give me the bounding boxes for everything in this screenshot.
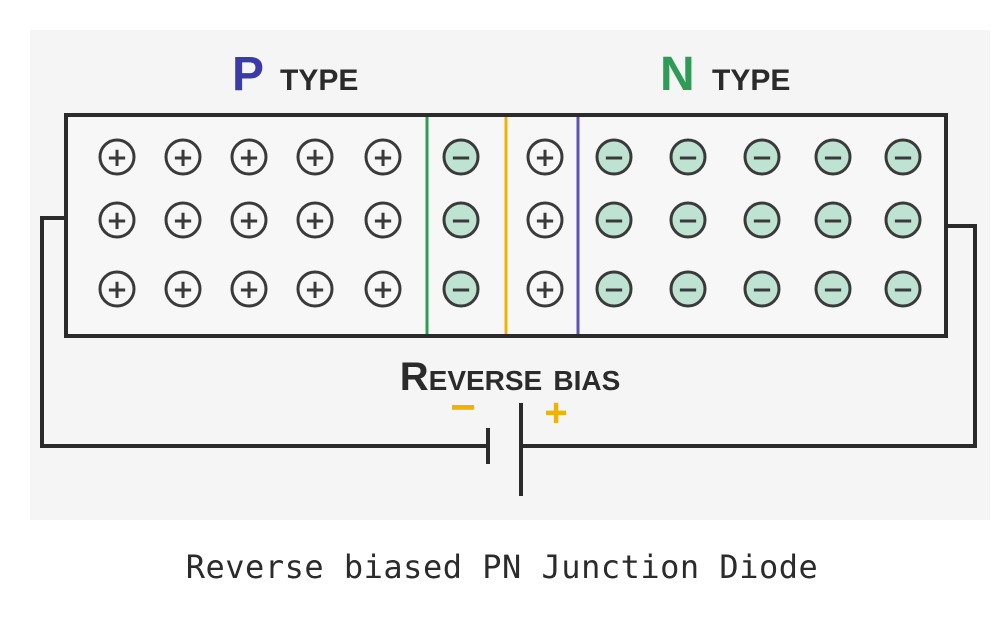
negative-charge-icon [743, 270, 781, 308]
plus-sign: + [372, 206, 394, 236]
charge-carriers: + + + + + + − − − − − − + + + + + + − − − − − − + + + + + + − − − − − − [98, 138, 922, 308]
minus-sign: − [892, 275, 914, 305]
minus-sign: − [450, 143, 472, 173]
negative-charge-icon [595, 201, 633, 239]
p-type-suffix: TYPE [280, 64, 358, 97]
plus-sign: + [534, 143, 556, 173]
negative-charge-icon [595, 270, 633, 308]
minus-sign: − [603, 143, 625, 173]
n-type-suffix: TYPE [712, 64, 790, 97]
minus-sign: − [822, 206, 844, 236]
plus-sign: + [172, 206, 194, 236]
minus-sign: − [603, 275, 625, 305]
plus-sign: + [106, 143, 128, 173]
figure-caption: Reverse biased PN Junction Diode [185, 548, 819, 586]
plus-sign: + [372, 143, 394, 173]
plus-sign: + [238, 206, 260, 236]
minus-sign: − [677, 275, 699, 305]
minus-sign: − [677, 206, 699, 236]
hole-charge-icon [164, 138, 202, 176]
minus-sign: − [677, 143, 699, 173]
minus-sign: − [450, 275, 472, 305]
hole-charge-icon [364, 138, 402, 176]
minus-sign: − [751, 143, 773, 173]
plus-sign: + [106, 275, 128, 305]
plus-sign: + [238, 275, 260, 305]
plus-sign: + [304, 206, 326, 236]
plus-sign: + [172, 275, 194, 305]
negative-charge-icon [814, 270, 852, 308]
hole-charge-icon [296, 270, 334, 308]
plus-sign: + [534, 206, 556, 236]
hole-charge-icon [230, 138, 268, 176]
negative-charge-icon [442, 270, 480, 308]
hole-charge-icon [526, 270, 564, 308]
negative-charge-icon [814, 201, 852, 239]
negative-charge-icon [884, 201, 922, 239]
hole-charge-icon [164, 201, 202, 239]
plus-sign: + [172, 143, 194, 173]
hole-charge-icon [98, 201, 136, 239]
negative-charge-icon [814, 138, 852, 176]
minus-sign: − [892, 206, 914, 236]
negative-charge-icon [669, 138, 707, 176]
bias-label: Reverse bias [400, 355, 621, 399]
plus-sign: + [238, 143, 260, 173]
p-type-letter: P [232, 48, 264, 101]
hole-charge-icon [230, 201, 268, 239]
negative-charge-icon [743, 138, 781, 176]
left-wire [40, 216, 488, 448]
negative-charge-icon [595, 138, 633, 176]
hole-charge-icon [296, 138, 334, 176]
hole-charge-icon [364, 201, 402, 239]
minus-sign: − [822, 143, 844, 173]
plus-sign: + [304, 275, 326, 305]
battery-negative-sign: − [450, 383, 476, 432]
minus-sign: − [751, 275, 773, 305]
plus-sign: + [372, 275, 394, 305]
hole-charge-icon [526, 201, 564, 239]
negative-charge-icon [442, 138, 480, 176]
minus-sign: − [892, 143, 914, 173]
minus-sign: − [450, 206, 472, 236]
minus-sign: − [751, 206, 773, 236]
negative-charge-icon [884, 138, 922, 176]
hole-charge-icon [230, 270, 268, 308]
hole-charge-icon [98, 270, 136, 308]
hole-charge-icon [164, 270, 202, 308]
negative-charge-icon [884, 270, 922, 308]
hole-charge-icon [98, 138, 136, 176]
negative-charge-icon [669, 270, 707, 308]
right-wire [521, 224, 977, 448]
hole-charge-icon [526, 138, 564, 176]
negative-charge-icon [743, 201, 781, 239]
hole-charge-icon [296, 201, 334, 239]
minus-sign: − [822, 275, 844, 305]
negative-charge-icon [442, 201, 480, 239]
plus-sign: + [106, 206, 128, 236]
minus-sign: − [603, 206, 625, 236]
plus-sign: + [304, 143, 326, 173]
negative-charge-icon [669, 201, 707, 239]
plus-sign: + [534, 275, 556, 305]
battery-positive-sign: + [544, 391, 567, 435]
hole-charge-icon [364, 270, 402, 308]
n-type-letter: N [660, 48, 695, 101]
